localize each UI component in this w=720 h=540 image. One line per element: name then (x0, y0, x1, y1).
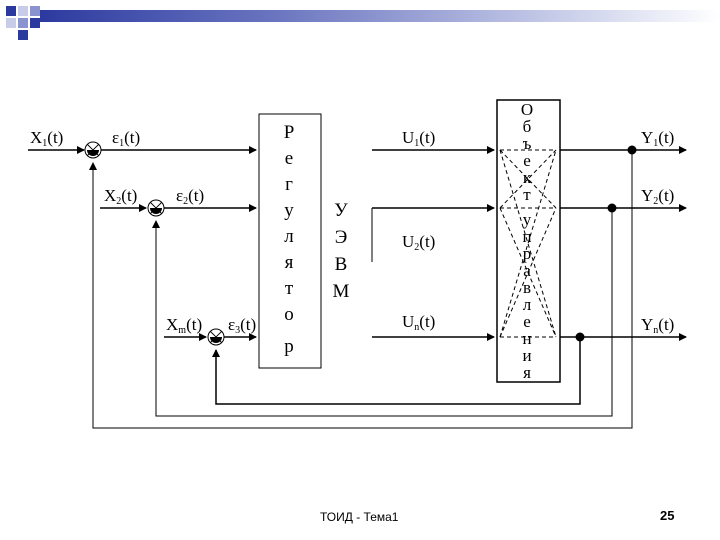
object-letter: и (522, 346, 531, 365)
feedback-loop-1 (89, 150, 633, 429)
regulator-letter: л (284, 226, 294, 247)
cross-coupling-lines (499, 149, 557, 338)
input-label-1: X1(t) (30, 128, 63, 149)
regulator-block (258, 113, 322, 369)
object-letter: л (523, 295, 532, 314)
object-letter: е (523, 312, 531, 331)
feedback-loop-2 (152, 208, 613, 417)
uevm-letter: Э (335, 227, 348, 248)
header-square-mid (30, 6, 40, 16)
error-label-1: ε1(t) (112, 128, 140, 149)
feedback-loop-n (212, 337, 581, 405)
object-letter: б (523, 117, 532, 136)
header-square-light (6, 18, 16, 28)
regulator-label: Р е г у л я т о р (284, 122, 295, 357)
regulator-letter: т (285, 278, 294, 299)
control-label-n: Un(t) (402, 312, 435, 333)
object-letter: р (523, 244, 532, 263)
regulator-letter: р (284, 336, 294, 357)
regulator-letter: я (285, 252, 294, 273)
header-gradient-bar (40, 10, 720, 22)
uevm-label: У Э В М (333, 200, 350, 302)
object-letter: н (522, 329, 531, 348)
regulator-letter: у (284, 200, 294, 221)
junction-dot (627, 145, 637, 155)
control-label-1: U1(t) (402, 128, 435, 149)
object-letter: т (523, 185, 531, 204)
regulator-letter: Р (284, 122, 295, 143)
summing-junction-1 (84, 141, 102, 159)
object-letter: а (523, 261, 531, 280)
regulator-letter: г (285, 174, 293, 195)
header-square-light (18, 6, 28, 16)
output-label-1: Y1(t) (641, 128, 674, 149)
regulator-letter: е (285, 148, 293, 169)
junction-dot (607, 203, 617, 213)
output-label-2: Y2(t) (641, 186, 674, 207)
uevm-letter: В (335, 254, 348, 275)
regulator-letter: о (284, 304, 294, 325)
header-square-dark (30, 18, 40, 28)
object-letter: в (523, 278, 531, 297)
summing-junction-m (207, 328, 225, 346)
object-letter: е (523, 151, 531, 170)
uevm-letter: У (334, 200, 348, 221)
header-square-dark (6, 6, 16, 16)
object-letter: у (523, 210, 532, 229)
object-label: О б ъ е к т у п р а в л е н и я (521, 100, 533, 382)
object-letter: О (521, 100, 533, 119)
summing-junction-2 (147, 199, 165, 217)
uevm-letter: М (333, 281, 350, 302)
control-label-2: U2(t) (402, 232, 435, 253)
object-letter: к (523, 168, 532, 187)
error-label-3: ε3(t) (228, 315, 256, 336)
object-letter: я (523, 363, 531, 382)
input-label-m: Xm(t) (166, 315, 202, 336)
object-letter: ъ (523, 134, 532, 153)
input-label-2: X2(t) (104, 186, 137, 207)
control-object-block (496, 99, 561, 383)
junction-dot (575, 332, 585, 342)
header-square-mid (18, 18, 28, 28)
object-letter: п (522, 227, 531, 246)
error-label-2: ε2(t) (176, 186, 204, 207)
footer-title: ТОИД - Тема1 (320, 510, 399, 524)
header-square-dark (18, 30, 28, 40)
page-number: 25 (660, 508, 675, 523)
output-label-n: Yn(t) (641, 315, 674, 336)
